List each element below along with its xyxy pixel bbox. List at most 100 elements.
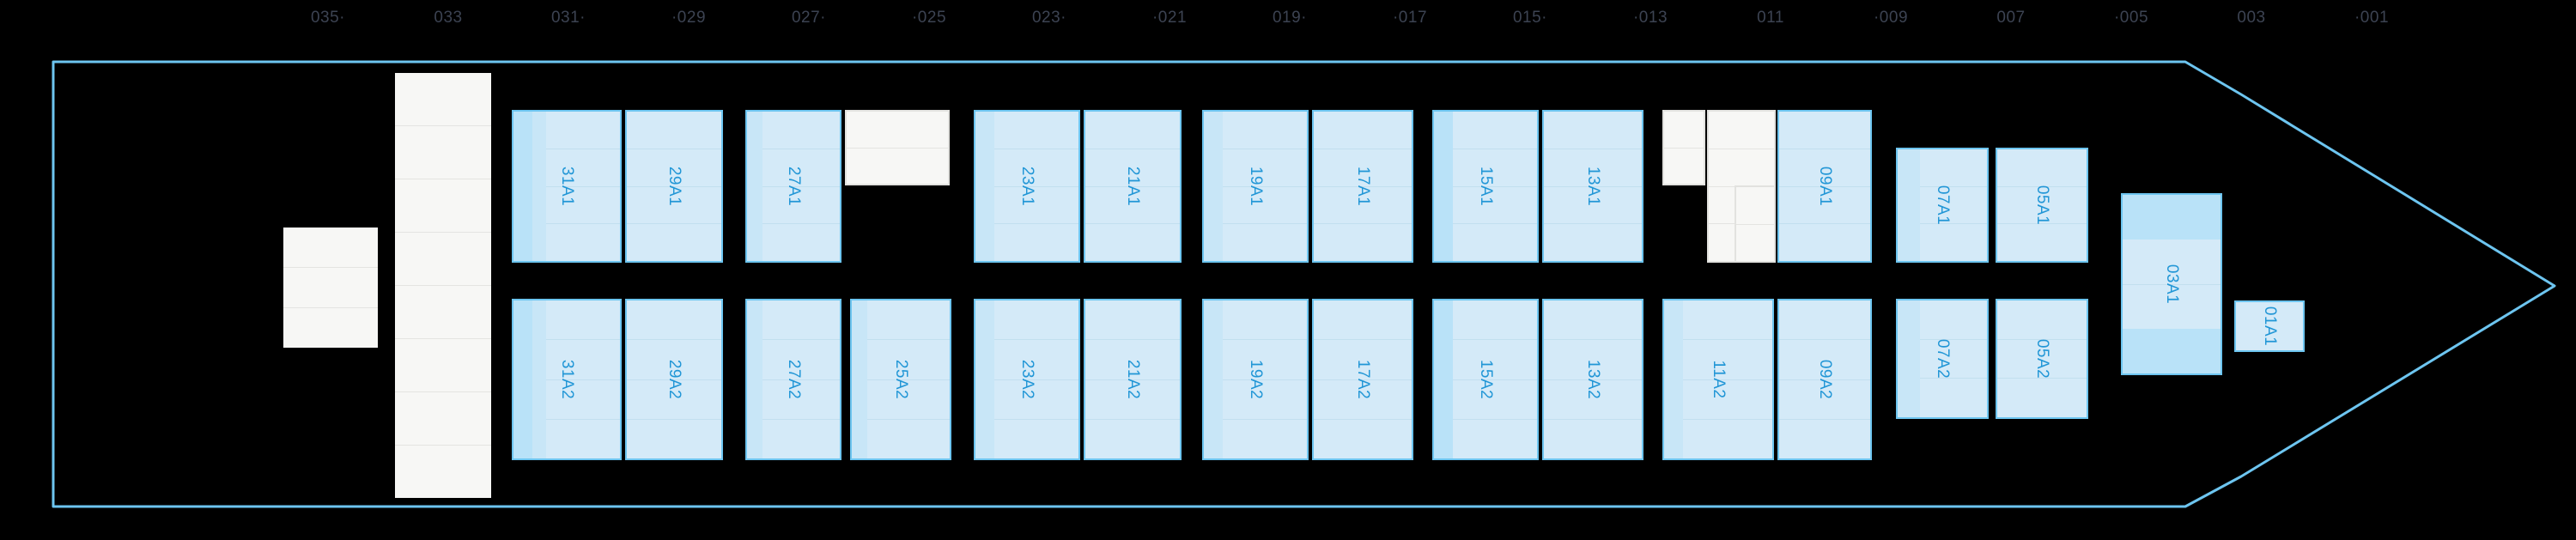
tier-row (1779, 340, 1870, 380)
tier-row-divider-group (747, 112, 840, 261)
cargo-block-25A2[interactable]: 25A2 (850, 299, 951, 460)
cargo-block-19A1[interactable]: 19A1 (1202, 110, 1309, 263)
tier-row-divider-group (1085, 300, 1180, 458)
tier-row (1997, 379, 2087, 417)
tier-row (975, 300, 1078, 341)
tier-row (975, 149, 1078, 187)
cargo-block-empty[interactable] (845, 110, 950, 185)
tier-row (1709, 112, 1774, 149)
tier-row-divider-group (513, 112, 620, 261)
tier-row (1085, 340, 1180, 380)
cargo-column-stripe (513, 112, 532, 261)
cargo-block-17A1[interactable]: 17A1 (1312, 110, 1413, 263)
tier-row (1085, 420, 1180, 458)
tier-row (1898, 340, 1987, 379)
bay-number-label: 027· (791, 9, 827, 27)
cargo-block-13A1[interactable]: 13A1 (1542, 110, 1643, 263)
cargo-block-29A2[interactable]: 29A2 (625, 299, 723, 460)
cargo-block-empty[interactable] (1735, 185, 1776, 263)
tier-row-divider-group (1204, 112, 1307, 261)
tier-row (1204, 149, 1307, 187)
cargo-column-stripe (1434, 112, 1453, 261)
tier-row (395, 339, 491, 392)
cargo-block-01A1[interactable]: 01A1 (2234, 300, 2305, 352)
tier-row (627, 420, 721, 458)
tier-row (1434, 112, 1537, 149)
tier-row-divider-group (1434, 300, 1537, 458)
cargo-block-09A1[interactable]: 09A1 (1777, 110, 1872, 263)
cargo-block-07A2[interactable]: 07A2 (1896, 299, 1989, 419)
tier-row (395, 286, 491, 339)
tier-row (1997, 149, 2087, 187)
cargo-column-stripe (1434, 300, 1453, 458)
tier-row (1898, 149, 1987, 187)
tier-row (1314, 187, 1412, 225)
tier-row (1434, 149, 1537, 187)
tier-row (1314, 224, 1412, 261)
cargo-column-stripe (1204, 112, 1223, 261)
tier-row (627, 300, 721, 341)
tier-row-divider-group (747, 300, 840, 458)
bay-number-label: ·021 (1151, 9, 1188, 27)
tier-row (1779, 420, 1870, 458)
cargo-block-15A2[interactable]: 15A2 (1432, 299, 1539, 460)
cargo-cap-bottom (2123, 329, 2221, 373)
cargo-block-empty[interactable] (1662, 110, 1705, 185)
cargo-block-13A2[interactable]: 13A2 (1542, 299, 1643, 460)
cargo-block-11A2[interactable]: 11A2 (1662, 299, 1774, 460)
cargo-block-05A2[interactable]: 05A2 (1996, 299, 2088, 419)
cargo-block-03A1[interactable]: 03A1 (2121, 193, 2222, 375)
cargo-block-09A2[interactable]: 09A2 (1777, 299, 1872, 460)
cargo-block-31A2[interactable]: 31A2 (512, 299, 622, 460)
tier-row (1544, 340, 1642, 380)
tier-row (852, 300, 950, 341)
tier-row (975, 340, 1078, 380)
cargo-column-stripe (1664, 300, 1683, 458)
cargo-column-stripe (852, 300, 867, 458)
cargo-block-23A1[interactable]: 23A1 (974, 110, 1080, 263)
tier-row (395, 73, 491, 126)
bay-number-label: 003 (2237, 9, 2266, 27)
tier-row (1664, 340, 1772, 380)
cargo-block-05A1[interactable]: 05A1 (1996, 148, 2088, 263)
tier-row (1314, 420, 1412, 458)
cargo-block-21A2[interactable]: 21A2 (1084, 299, 1182, 460)
tier-row (1314, 340, 1412, 380)
cargo-block-27A1[interactable]: 27A1 (745, 110, 841, 263)
tier-row (283, 228, 378, 268)
tier-row-divider-group (975, 112, 1078, 261)
tier-row (1779, 187, 1870, 225)
tier-row-divider-group (1664, 112, 1704, 184)
bay-number-label: ·001 (2354, 9, 2390, 27)
cargo-block-31A1[interactable]: 31A1 (512, 110, 622, 263)
tier-row (2123, 240, 2221, 285)
cargo-cap-top (2123, 195, 2221, 240)
cargo-block-21A1[interactable]: 21A1 (1084, 110, 1182, 263)
tier-row (627, 149, 721, 187)
cargo-column-stripe (532, 300, 546, 458)
cargo-block-27A2[interactable]: 27A2 (745, 299, 841, 460)
tier-row (2123, 285, 2221, 330)
cargo-block-17A2[interactable]: 17A2 (1312, 299, 1413, 460)
tier-row (513, 187, 620, 225)
tier-row (747, 187, 840, 225)
tier-row (1997, 300, 2087, 340)
tier-row (1544, 420, 1642, 458)
cargo-block-empty[interactable] (283, 228, 378, 348)
tier-row (747, 300, 840, 341)
cargo-block-23A2[interactable]: 23A2 (974, 299, 1080, 460)
tier-row (1779, 300, 1870, 341)
bay-number-label: 015· (1512, 9, 1548, 27)
tier-row (1544, 112, 1642, 149)
tier-row (1314, 149, 1412, 187)
cargo-block-empty[interactable] (395, 73, 491, 498)
tier-row (1898, 187, 1987, 225)
cargo-block-07A1[interactable]: 07A1 (1896, 148, 1989, 263)
cargo-block-15A1[interactable]: 15A1 (1432, 110, 1539, 263)
tier-row (1664, 149, 1704, 185)
cargo-block-29A1[interactable]: 29A1 (625, 110, 723, 263)
bay-number-label: ·017 (1392, 9, 1428, 27)
cargo-block-19A2[interactable]: 19A2 (1202, 299, 1309, 460)
